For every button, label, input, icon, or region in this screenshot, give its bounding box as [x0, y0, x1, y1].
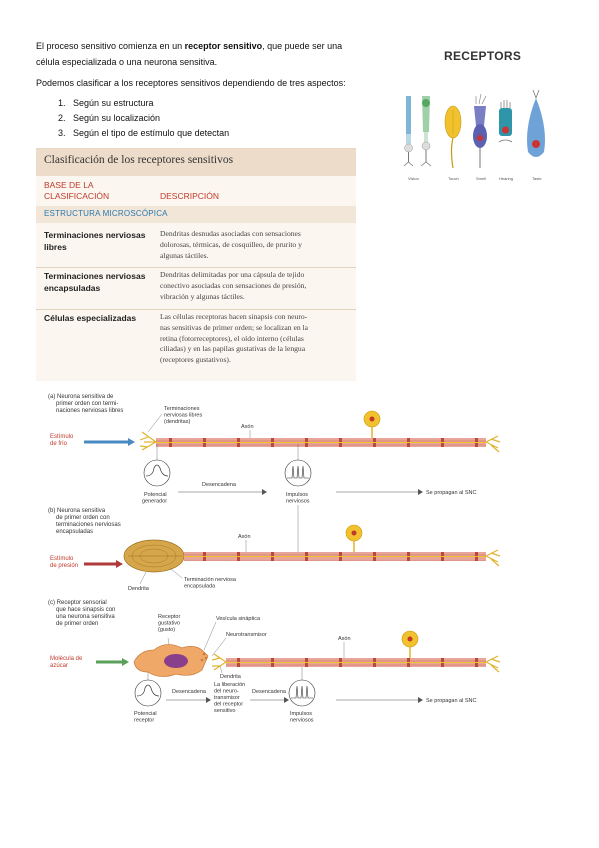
list-item: 2.Según su localización	[58, 113, 161, 123]
touch-receptor	[444, 105, 462, 169]
row-definition: Dendritas delimitadas por una cápsula de…	[160, 270, 307, 301]
intro-text-3: célula especializada o una neurona sensi…	[36, 57, 218, 67]
axon-terminal	[485, 435, 501, 453]
vision-receptor	[403, 96, 414, 167]
classification-table: Clasificación de los receptores sensitiv…	[36, 148, 356, 381]
taste-receptor	[527, 89, 545, 157]
svg-text:(a) Neurona sensitiva de: (a) Neurona sensitiva de primer orden co…	[48, 394, 123, 414]
svg-text:Desencadena: Desencadena	[252, 689, 287, 695]
classification-intro: Podemos clasificar a los receptores sens…	[36, 78, 346, 88]
list-item: 1.Según su estructura	[58, 98, 154, 108]
receptor-label: Hearing	[499, 176, 513, 181]
receptor-label: Vision	[408, 176, 419, 181]
svg-text:Terminaciones nerviosas: Terminaciones nerviosas libres (dendrita…	[164, 406, 204, 425]
intro-bold: receptor sensitivo	[184, 41, 263, 51]
intro-text-1: El proceso sensitivo comienza en un	[36, 41, 185, 51]
panel-c: (c) Receptor sensorial que hace sinapsis…	[48, 600, 501, 724]
panel-b: (b) Neurona sensitiva de primer orden co…	[48, 505, 501, 592]
section-band: ESTRUCTURA MICROSCÓPICA	[36, 206, 356, 223]
receptor-potential	[134, 679, 162, 707]
svg-text:Axón: Axón	[238, 534, 251, 540]
smell-receptor	[473, 93, 487, 168]
svg-text:Se propagan al SNC: Se propagan al SNC	[426, 490, 476, 496]
svg-text:La liberación del neuro-: La liberación del neuro- transmisor del …	[214, 682, 247, 714]
axon-terminal	[485, 549, 501, 567]
table-title: Clasificación de los receptores sensitiv…	[44, 154, 234, 166]
svg-text:Se propagan al SNC: Se propagan al SNC	[426, 698, 476, 704]
receptor-label: Smell	[476, 176, 486, 181]
receptors-illustration: Vision Touch Smell Hearing Taste	[403, 89, 545, 181]
svg-text:(c) Receptor sensorial q: (c) Receptor sensorial que hace sinapsis…	[48, 600, 117, 627]
generator-potential	[143, 459, 171, 487]
aspects-list: 1.Según su estructura 2.Según su localiz…	[58, 96, 229, 141]
svg-text:(b) Neurona sensitiva de: (b) Neurona sensitiva de primer orden co…	[48, 508, 122, 535]
nerve-impulses	[288, 679, 316, 707]
svg-text:Impulsos nerviosos: Impulsos nerviosos	[286, 492, 310, 505]
svg-text:Estímulo de presión: Estímulo de presión	[50, 556, 78, 569]
axon-terminal	[485, 655, 501, 673]
svg-text:Potencial receptor: Potencial receptor	[134, 711, 158, 724]
svg-text:Axón: Axón	[241, 424, 254, 430]
svg-text:Dendrita: Dendrita	[128, 586, 150, 592]
svg-text:Desencadena: Desencadena	[172, 689, 207, 695]
vision-receptor-2	[420, 96, 432, 167]
column-header-description: DESCRIPCIÓN	[160, 191, 220, 201]
receptors-title: RECEPTORS	[444, 49, 522, 63]
svg-text:Neurotransmisor: Neurotransmisor	[226, 632, 267, 638]
svg-text:Vesícula sináptica: Vesícula sináptica	[216, 616, 261, 622]
svg-text:Axón: Axón	[338, 636, 351, 642]
row-definition: Dendritas desnudas asociadas con sensaci…	[160, 229, 302, 260]
list-item: 3.Según el tipo de estímulo que detectan	[58, 128, 230, 138]
svg-text:Dendrita: Dendrita	[220, 674, 242, 680]
sensory-neuron-figure: (a) Neurona sensitiva de primer orden co…	[48, 394, 501, 724]
intro-text-2: , que puede ser una	[262, 41, 343, 51]
stimulus-arrow-icon	[128, 438, 135, 446]
svg-text:Potencial generador: Potencial generador	[142, 492, 168, 505]
stimulus-arrow-icon	[122, 658, 129, 666]
receptor-label: Touch	[448, 176, 459, 181]
row-definition: Las células receptoras hacen sinapsis co…	[160, 312, 309, 365]
nerve-impulses	[284, 459, 312, 487]
svg-text:Desencadena: Desencadena	[202, 482, 237, 488]
receptor-label: Taste	[532, 176, 542, 181]
svg-text:Estímulo de frío: Estímulo de frío	[50, 434, 75, 447]
table-header: Clasificación de los receptores sensitiv…	[36, 149, 356, 176]
intro-paragraph: El proceso sensitivo comienza en un rece…	[36, 38, 396, 70]
svg-text:Terminación nerviosa enc: Terminación nerviosa encapsulada	[184, 577, 238, 590]
svg-text:Impulsos nerviosos: Impulsos nerviosos	[290, 711, 314, 724]
svg-text:Receptor gustativo: Receptor gustativo (gusto)	[158, 614, 182, 633]
row-term: Células especializadas	[44, 313, 137, 323]
svg-text:Molécula de azúcar: Molécula de azúcar	[50, 656, 84, 669]
stimulus-arrow-icon	[116, 560, 123, 568]
panel-a: (a) Neurona sensitiva de primer orden co…	[48, 394, 501, 505]
hearing-receptor	[498, 100, 513, 143]
